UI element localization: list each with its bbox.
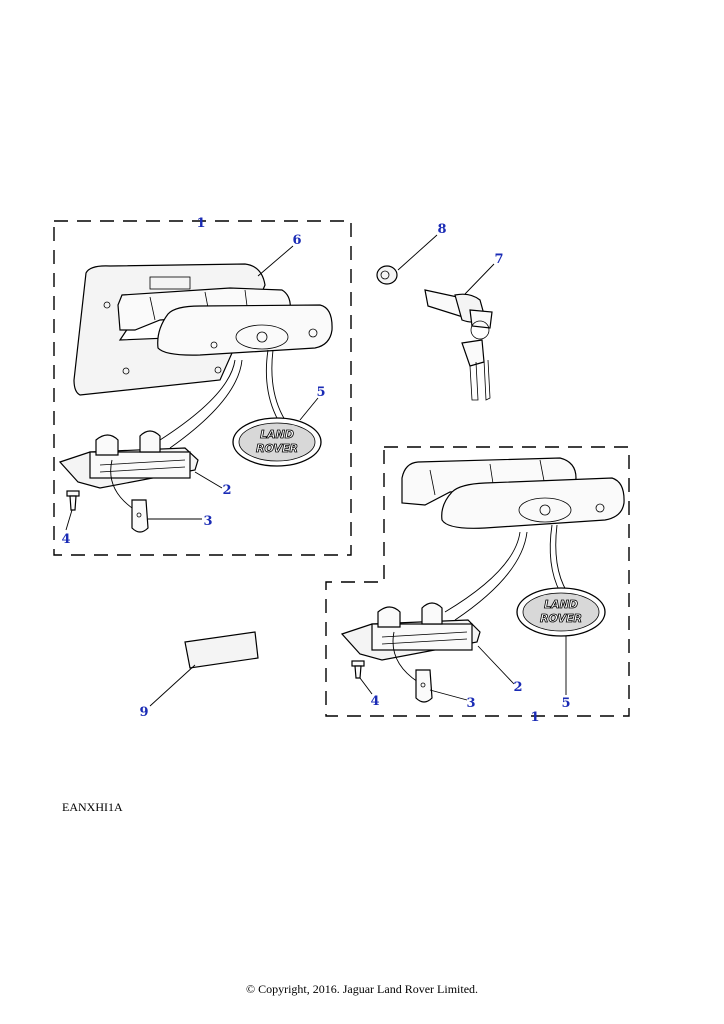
leader-5-left [299, 397, 319, 421]
part-7-lock-barrel-and-keys [424, 289, 493, 401]
cable-right-2 [454, 531, 528, 621]
badge-text-line2-left: ROVER [256, 442, 298, 455]
part-3-microswitch-right [415, 669, 433, 703]
leader-4-left [65, 509, 73, 531]
callout-9: 9 [139, 705, 148, 720]
cable-right-1 [444, 531, 521, 613]
badge-text-line1-right: LAND [544, 598, 578, 611]
callout-3-left: 3 [203, 514, 212, 529]
callout-8: 8 [437, 222, 446, 237]
wire-left-badge-2 [271, 349, 286, 421]
callout-1-right: 1 [530, 710, 539, 725]
part-9-adhesive-pad [184, 631, 259, 669]
leader-8 [397, 234, 438, 271]
leader-3-right [429, 689, 468, 701]
callout-2-left: 2 [222, 483, 231, 498]
callout-1-left: 1 [196, 216, 205, 231]
wire-left-badge-1 [265, 349, 279, 421]
callout-6: 6 [292, 233, 301, 248]
part-5-land-rover-badge-left: LAND ROVER [232, 417, 322, 467]
part-4-screw-left [66, 490, 80, 511]
copyright-notice: © Copyright, 2016. Jaguar Land Rover Lim… [245, 982, 479, 996]
callout-4-left: 4 [61, 532, 70, 547]
leader-2-right [477, 645, 515, 685]
diagram-reference-code: EANXHI1A [62, 800, 123, 814]
part-4-screw-right [351, 660, 365, 679]
badge-text-line2-right: ROVER [540, 612, 582, 625]
handle-cover-left [157, 304, 333, 356]
assembly-frame-left [53, 220, 352, 556]
cable-left-2 [169, 359, 243, 449]
part-8-grommet [376, 265, 398, 285]
badge-text-line1-left: LAND [260, 428, 294, 441]
part-2-switch-housing-right [340, 602, 481, 661]
part-3-microswitch-left [131, 499, 149, 533]
part-5-land-rover-badge-right: LAND ROVER [516, 587, 606, 637]
handle-cover-right [441, 477, 625, 529]
leader-9 [149, 664, 196, 707]
callout-5-right: 5 [561, 696, 570, 711]
wire-right-badge-1 [549, 524, 561, 593]
callout-7: 7 [494, 252, 503, 267]
wire-right-switch [392, 631, 419, 683]
wire-right-badge-2 [555, 524, 568, 593]
leader-6 [257, 245, 294, 277]
leader-4-right [359, 677, 373, 695]
callout-3-right: 3 [466, 696, 475, 711]
leader-2-left [194, 471, 223, 489]
part-2-switch-housing-left [58, 430, 199, 489]
callout-2-right: 2 [513, 680, 522, 695]
leader-7 [464, 263, 495, 295]
assembly-frame-right [325, 446, 630, 717]
callout-4-right: 4 [370, 694, 379, 709]
wire-left-switch [110, 459, 136, 511]
cable-left-1 [159, 359, 236, 441]
callout-5-left: 5 [316, 385, 325, 400]
